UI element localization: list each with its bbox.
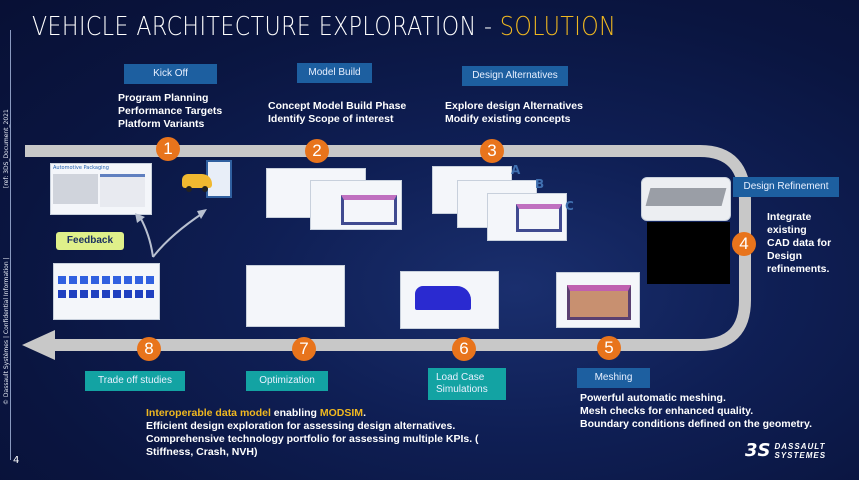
side-confidential-text: © Dassault Systèmes | Confidential Infor… [3,257,10,405]
stage-label-optimization: Optimization [246,371,328,391]
stage-label-design-alternatives: Design Alternatives [462,66,568,86]
design-alternative-c-thumbnail [487,193,567,241]
summary-line-1: Interoperable data model enabling MODSIM… [146,407,366,419]
loop-arrowhead [22,330,55,360]
summary-text: Interoperable data model enabling MODSIM… [146,407,479,459]
optimization-scatter-thumbnail [246,265,345,327]
summary-line-3: Comprehensive technology portfolio for a… [146,433,479,445]
summary-line-4: Stiffness, Crash, NVH) [146,446,258,458]
stage-label-design-refinement: Design Refinement [733,177,839,197]
meshing-car-thumbnail [556,272,640,328]
stage-badge-6: 6 [452,337,476,361]
stage-5-description: Powerful automatic meshing.Mesh checks f… [580,392,812,430]
stage-badge-8: 8 [137,337,161,361]
stage-label-meshing: Meshing [577,368,650,388]
trade-off-results-thumbnail [53,263,160,320]
automotive-packaging-thumbnail: Automotive Packaging [50,163,152,215]
variant-label-c: C [565,199,574,213]
cad-data-placeholder [647,222,730,284]
stage-badge-3: 3 [480,139,504,163]
variant-label-b: B [535,177,545,191]
variant-label-a: A [511,163,521,177]
stage-label-model-build: Model Build [297,63,372,83]
title-rule [10,30,11,460]
stage-label-kick-off: Kick Off [124,64,217,84]
stage-badge-1: 1 [156,137,180,161]
model-build-cad-thumbnail [310,180,402,230]
stage-badge-5: 5 [597,336,621,360]
floor-panel-thumbnail [641,177,731,221]
page-title: VEHICLE ARCHITECTURE EXPLORATION - SOLUT… [32,12,617,42]
feedback-arrows [135,209,207,258]
feedback-label: Feedback [56,232,124,250]
3ds-logo-icon: 3S [745,440,771,461]
car-checklist-icon [178,160,238,210]
stage-label-trade-off-studies: Trade off studies [85,371,185,391]
page-number: 4 [13,455,20,466]
load-case-thumbnail [400,271,499,329]
summary-line-2: Efficient design exploration for assessi… [146,420,456,432]
side-ref-text: [ref: 3DS_Document_2021 [3,109,10,188]
stage-badge-2: 2 [305,139,329,163]
stage-badge-4: 4 [732,232,756,256]
stage-badge-7: 7 [292,337,316,361]
